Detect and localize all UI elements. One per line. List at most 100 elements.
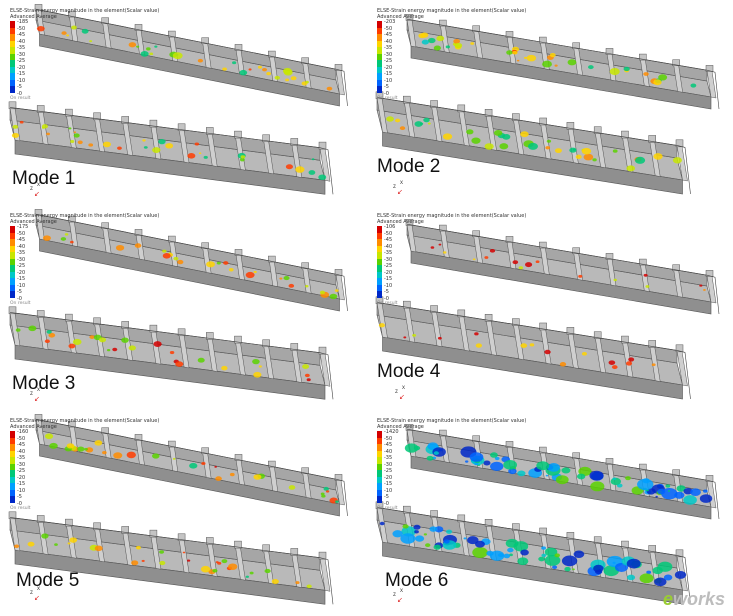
legend-tick: -30 [384,256,393,263]
legend-tick: -20 [384,474,393,481]
legend-color-step [10,470,15,477]
legend-color-step [377,271,382,278]
legend-color-step [377,496,382,503]
axis-arrow-icon: ↙ [34,191,40,198]
fea-model-render [8,4,348,195]
legend-color-step [377,60,382,67]
legend-tick: -50 [384,230,393,237]
mode-label: Mode 5 [16,570,80,591]
legend-tick: -106 [384,224,396,230]
axis-x-label: x [400,588,403,594]
legend-title: ELSE-Strain energy magnitude in the elem… [10,213,160,219]
legend-title: ELSE-Strain energy magnitude in the elem… [377,418,527,424]
legend-color-step [377,47,382,54]
axis-x-label: x [37,387,40,393]
fea-model-render [8,414,348,605]
legend-color-step [10,79,15,86]
legend-tick: -40 [384,38,393,45]
color-legend: ELSE-Strain energy magnitude in the elem… [377,8,526,101]
legend-tick: -15 [17,276,26,282]
legend-tick: -20 [384,64,393,71]
axis-x-label: x [402,385,405,391]
legend-tick: -15 [384,276,393,282]
lower-beam [375,296,691,400]
legend-color-step [377,450,382,457]
legend-color-step [377,431,382,438]
legend-color-step [377,21,382,28]
legend-color-step [377,27,382,34]
legend-tick: -10 [17,282,26,289]
legend-color-step [10,431,15,438]
legend-tick: -0 [17,500,22,507]
legend-tick: -50 [384,25,393,32]
legend-tick: -45 [17,32,26,38]
lower-beam [8,306,334,400]
legend-color-step [377,232,382,239]
legend-color-step [10,34,15,41]
legend-subtitle: Advanced Average [377,424,424,430]
axis-arrow-icon: ↙ [34,595,40,602]
legend-color-step [10,457,15,464]
legend-tick: -10 [17,487,26,494]
axis-z-label: z [30,590,33,596]
legend-color-step [10,27,15,34]
legend-color-step [10,53,15,60]
legend-color-step [10,437,15,444]
mode-label: Mode 2 [377,156,441,177]
legend-color-step [10,239,15,246]
legend-tick: -160 [17,429,29,435]
lower-beam [8,101,334,195]
legend-color-step [377,444,382,451]
legend-color-step [377,79,382,86]
legend-tick: -35 [384,455,393,461]
legend-color-step [377,463,382,470]
upper-beam [405,219,720,315]
legend-tick: -30 [384,461,393,468]
legend-tick: -203 [384,19,396,25]
legend-color-step [10,284,15,291]
legend-tick: -5 [17,289,22,295]
upper-beam [34,209,348,312]
legend-color-step [10,60,15,67]
legend-tick: -30 [17,256,26,263]
legend-color-step [377,265,382,272]
legend-tick: -175 [17,224,29,230]
legend-color-step [10,444,15,451]
legend-tick: -45 [17,237,26,243]
legend-color-step [377,278,382,285]
mode-label: Mode 6 [385,570,449,591]
legend-tick: -1420 [384,429,399,435]
fea-model-render [375,14,720,195]
color-legend: ELSE-Strain energy magnitude in the elem… [10,213,160,306]
axis-z-label: z [395,389,398,395]
legend-color-step [10,450,15,457]
legend-on-result: On result [377,301,398,306]
legend-color-step [10,476,15,483]
fea-model-render [8,209,348,400]
axis-x-label: x [37,182,40,188]
legend-color-step [10,232,15,239]
legend-tick: -35 [384,250,393,256]
legend-color-step [10,86,15,93]
legend-tick: -10 [17,77,26,84]
legend-tick: -15 [384,71,393,77]
legend-color-step [10,40,15,47]
color-legend: ELSE-Strain energy magnitude in the elem… [377,418,527,511]
legend-subtitle: Advanced Average [377,14,424,20]
mode-label: Mode 3 [12,373,76,394]
legend-tick: -25 [17,468,26,474]
legend-tick: -15 [17,481,26,487]
legend-title: ELSE-Strain energy magnitude in the elem… [377,213,527,219]
legend-tick: -25 [384,468,393,474]
legend-on-result: On result [10,96,31,101]
legend-tick: -20 [17,64,26,71]
legend-color-step [377,226,382,233]
axis-z-label: z [393,184,396,190]
legend-tick: -10 [384,77,393,84]
legend-tick: -20 [384,269,393,276]
upper-beam [34,414,348,517]
legend-tick: -40 [17,38,26,45]
watermark-logo: eworks [662,589,725,609]
legend-subtitle: Advanced Average [10,424,57,430]
legend-tick: -50 [17,230,26,237]
